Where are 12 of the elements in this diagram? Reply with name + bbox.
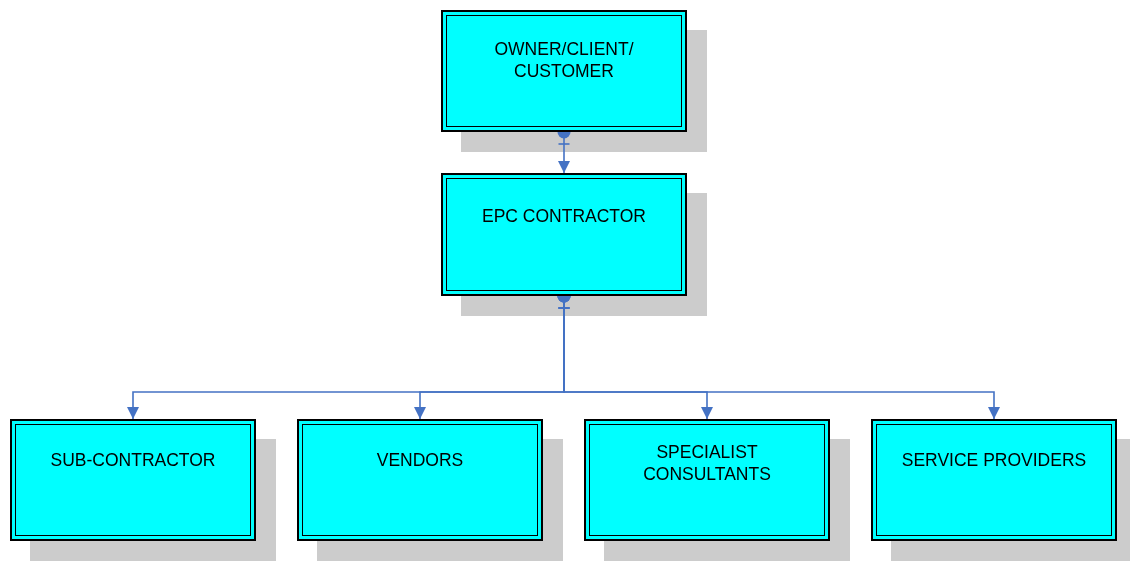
box-label: SERVICE PROVIDERS — [901, 449, 1087, 471]
box-label: SUB-CONTRACTOR — [50, 449, 216, 471]
process-box — [10, 419, 256, 541]
process-box — [441, 173, 687, 296]
box-label: EPC CONTRACTOR — [482, 205, 646, 227]
process-box — [871, 419, 1117, 541]
process-box — [441, 10, 687, 132]
box-label: SPECIALIST CONSULTANTS — [642, 441, 772, 485]
process-box — [297, 419, 543, 541]
box-label: OWNER/CLIENT/ CUSTOMER — [493, 38, 635, 82]
box-label: VENDORS — [376, 449, 464, 471]
process-box — [584, 419, 830, 541]
